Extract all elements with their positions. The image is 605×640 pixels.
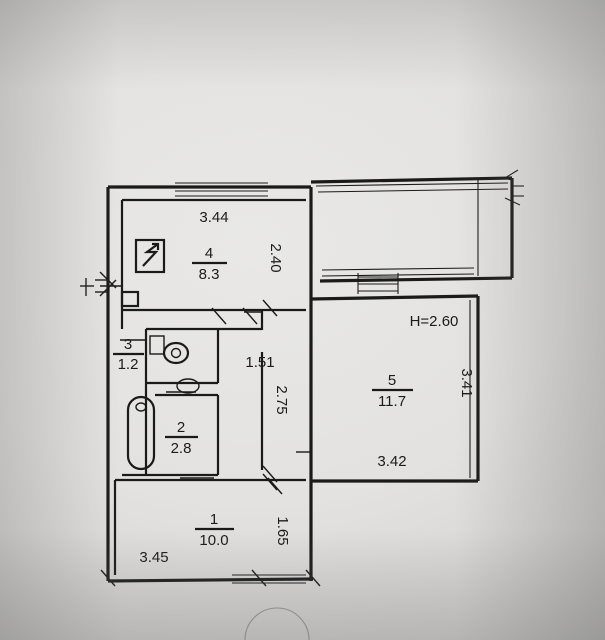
dimension-room5-width: 3.42 bbox=[377, 453, 406, 470]
room-label-3: 3 1.2 bbox=[113, 336, 144, 373]
room-5-area: 11.7 bbox=[378, 393, 406, 410]
dimension-room1-bottom-width: 3.45 bbox=[139, 549, 168, 566]
sink-icon bbox=[176, 378, 200, 394]
dimension-room1-height: 1.65 bbox=[274, 516, 291, 545]
room-1-area: 10.0 bbox=[199, 532, 228, 549]
room-label-1: 1 10.0 bbox=[195, 511, 234, 549]
room-4-number: 4 bbox=[205, 245, 213, 262]
room-label-2: 2 2.8 bbox=[165, 419, 198, 457]
room-3-area: 1.2 bbox=[118, 356, 139, 373]
electrical-panel-icon bbox=[134, 238, 166, 274]
room-label-5: 5 11.7 bbox=[372, 372, 413, 410]
dimension-room5-height: 3.41 bbox=[458, 368, 475, 397]
dimension-ticks bbox=[80, 271, 321, 587]
ceiling-height-label: H=2.60 bbox=[410, 313, 459, 330]
room-label-4: 4 8.3 bbox=[192, 245, 227, 283]
room-1-number: 1 bbox=[210, 511, 218, 528]
meter-box-icon bbox=[120, 290, 140, 308]
photo-artifact-arc bbox=[244, 607, 310, 640]
wall-detail-lines bbox=[175, 169, 524, 584]
room-5-number: 5 bbox=[388, 372, 396, 389]
room-2-number: 2 bbox=[177, 419, 185, 436]
room-2-area: 2.8 bbox=[171, 440, 192, 457]
outer-walls bbox=[106, 176, 514, 583]
room-4-area: 8.3 bbox=[199, 266, 220, 283]
dimension-corridor-height: 2.75 bbox=[273, 385, 290, 414]
room-3-number: 3 bbox=[124, 336, 132, 353]
dimension-top-room4-width: 3.44 bbox=[199, 209, 228, 226]
toilet-icon bbox=[149, 335, 190, 365]
dimension-corridor-width: 1.51 bbox=[245, 354, 274, 371]
bathtub-icon bbox=[126, 395, 156, 471]
dimension-room4-height: 2.40 bbox=[267, 243, 284, 272]
